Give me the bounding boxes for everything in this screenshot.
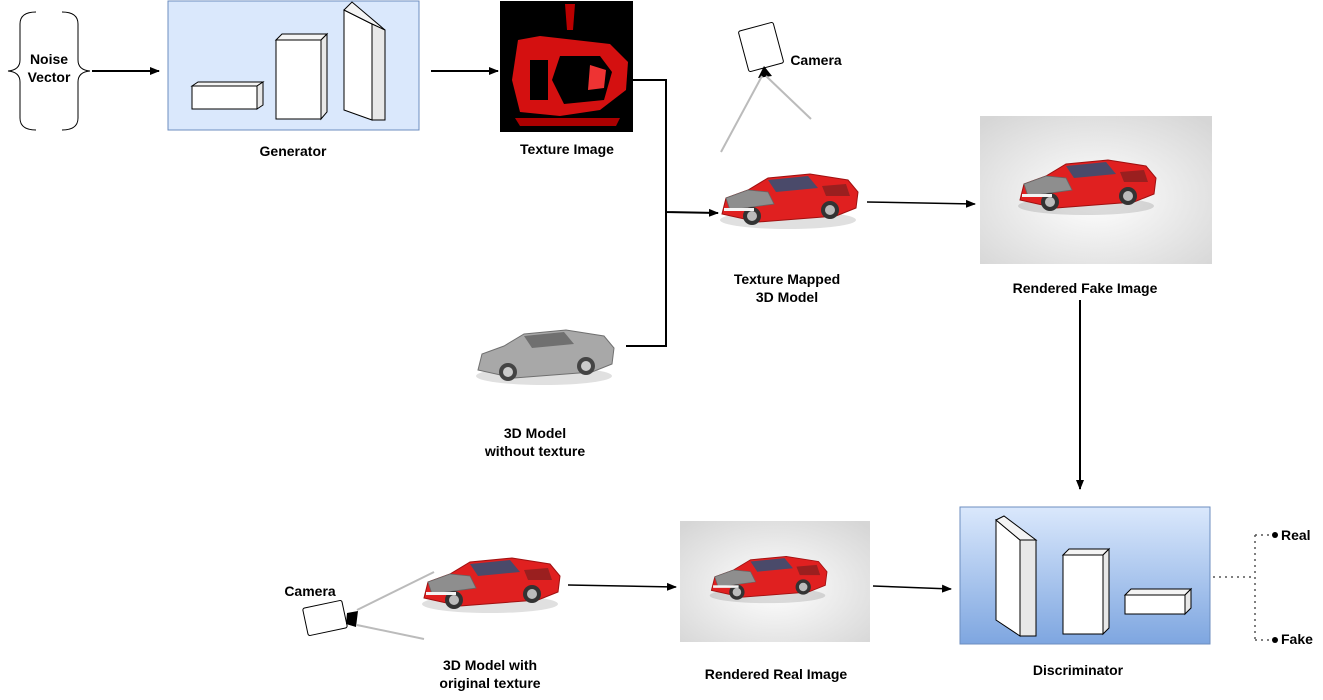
model-no-texture-car [475,329,615,386]
real-output-dot [1272,532,1278,538]
rendered-fake-image [980,116,1212,264]
generator-label: Generator [259,143,327,159]
texture-mapped-car [719,173,859,230]
original-texture-car [421,557,561,614]
texture-mapped-label: Texture Mapped 3D Model [733,271,841,305]
fake-output-label: Fake [1281,631,1313,647]
discriminator-label: Discriminator [1032,662,1124,678]
noise-vector-label: Noise Vector [27,51,71,85]
texture-image-label: Texture Image [520,141,614,157]
discriminator-block [959,506,1211,645]
top-camera-icon [720,22,812,153]
real-output-label: Real [1281,527,1311,543]
connectors [92,67,1084,593]
rendered-fake-label: Rendered Fake Image [1012,280,1158,296]
model-no-texture-label: 3D Model without texture [484,425,586,459]
fake-output-dot [1272,637,1278,643]
texture-image [500,1,633,132]
model-original-label: 3D Model with original texture [439,657,541,691]
bottom-camera-icon [302,571,435,640]
camera-top-label: Camera [790,52,842,68]
camera-bottom-label: Camera [284,583,336,599]
noise-vector-braces [7,11,91,131]
rendered-real-label: Rendered Real Image [704,666,848,682]
generator-block [167,0,420,131]
rendered-real-image [680,521,870,642]
output-branches [1213,534,1274,641]
